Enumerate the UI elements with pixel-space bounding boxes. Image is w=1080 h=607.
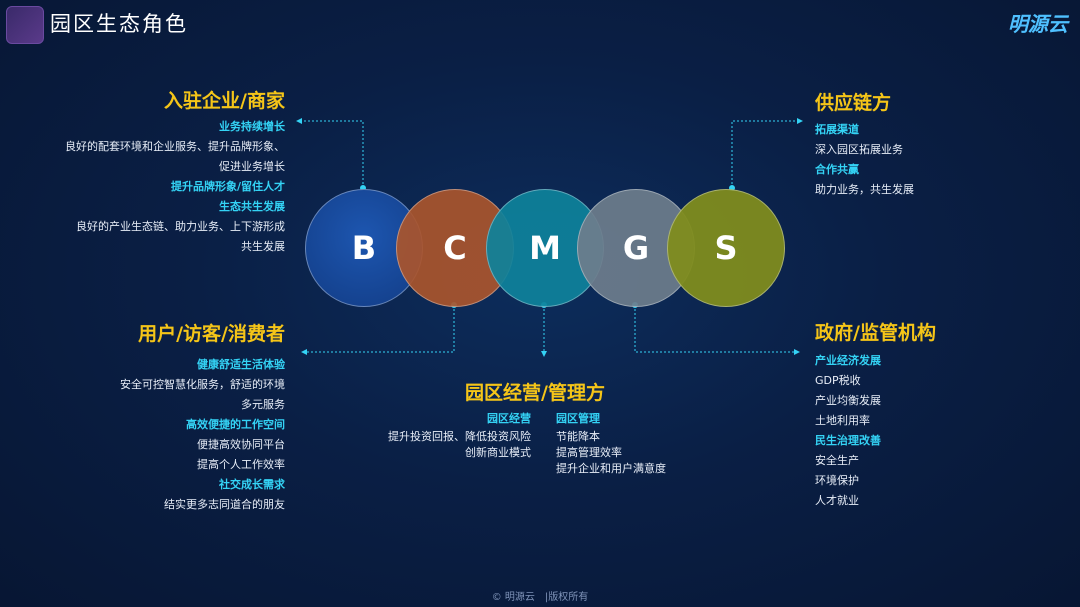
enterprise-tag-ecology: 生态共生发展: [219, 200, 285, 213]
users-text-line: 便捷高效协同平台: [197, 438, 285, 451]
operator-text-line: 提升企业和用户满意度: [556, 462, 666, 475]
users-tag-social: 社交成长需求: [219, 478, 285, 491]
government-text-line: 人才就业: [815, 494, 859, 507]
government-title: 政府/监管机构: [815, 322, 936, 344]
operator-title: 园区经营/管理方: [465, 382, 605, 404]
operator-tag-management: 园区管理: [556, 412, 600, 425]
government-text-line: 产业均衡发展: [815, 394, 881, 407]
government-text-line: GDP税收: [815, 374, 861, 387]
users-text-line: 提高个人工作效率: [197, 458, 285, 471]
enterprise-text-line: 共生发展: [241, 240, 285, 253]
government-text-line: 安全生产: [815, 454, 859, 467]
enterprise-title: 入驻企业/商家: [164, 90, 285, 112]
users-tag-life: 健康舒适生活体验: [197, 358, 285, 371]
supply-title: 供应链方: [815, 92, 892, 114]
supply-tag-channel: 拓展渠道: [815, 123, 859, 136]
enterprise-text-line: 促进业务增长: [219, 160, 285, 173]
cube-logo-icon: [6, 6, 44, 44]
enterprise-text-line: 良好的配套环境和企业服务、提升品牌形象、: [65, 140, 285, 153]
government-text-line: 土地利用率: [815, 414, 870, 427]
users-tag-work: 高效便捷的工作空间: [186, 418, 285, 431]
government-tag-livelihood: 民生治理改善: [815, 434, 881, 447]
operator-text-line: 提升投资回报、降低投资风险: [388, 430, 531, 443]
supply-text-line: 助力业务，共生发展: [815, 183, 914, 196]
connector-s: [731, 118, 803, 188]
enterprise-tag-brand: 提升品牌形象/留住人才: [170, 180, 285, 193]
users-text-line: 多元服务: [241, 398, 285, 411]
circle-s: S: [667, 189, 785, 307]
connector-c: [301, 305, 455, 355]
copyright: © 明源云 |版权所有: [491, 592, 589, 603]
page-title: 园区生态角色: [50, 12, 188, 36]
enterprise-text-line: 良好的产业生态链、助力业务、上下游形成: [76, 220, 285, 233]
users-text-line: 结实更多志同道合的朋友: [164, 498, 285, 511]
government-tag-economy: 产业经济发展: [815, 354, 881, 367]
enterprise-tag-growth: 业务持续增长: [219, 120, 285, 133]
connector-b: [296, 118, 364, 188]
connector-g: [634, 305, 800, 355]
users-text-line: 安全可控智慧化服务，舒适的环境: [120, 378, 285, 391]
operator-text-line: 创新商业模式: [465, 446, 531, 459]
supply-tag-cooperation: 合作共赢: [815, 163, 859, 176]
operator-tag-operation: 园区经营: [487, 412, 531, 425]
government-text-line: 环境保护: [815, 474, 859, 487]
operator-text-line: 提高管理效率: [556, 446, 622, 459]
operator-text-line: 节能降本: [556, 430, 600, 443]
supply-text-line: 深入园区拓展业务: [815, 143, 903, 156]
brand-logo: 明源云: [1008, 12, 1068, 36]
users-title: 用户/访客/消费者: [138, 323, 285, 345]
